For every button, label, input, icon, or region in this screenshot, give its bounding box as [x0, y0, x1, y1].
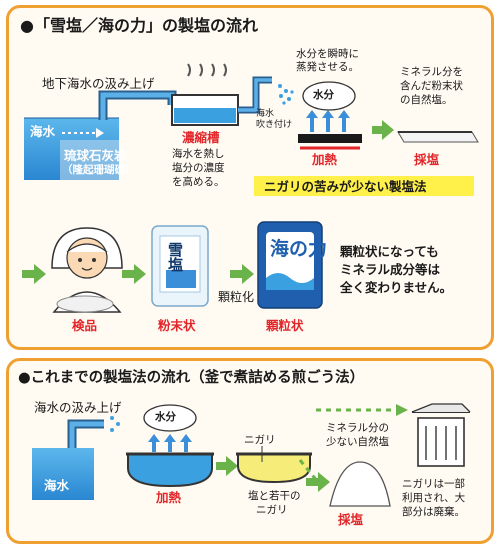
granulate-label: 顆粒化: [218, 290, 255, 304]
bottom-steam-bubble: [143, 404, 197, 432]
salt-mound: [329, 461, 391, 507]
tank-name: 濃縮槽: [182, 130, 220, 145]
seawater-rock-block: [24, 117, 119, 180]
evap-steam-bubble: [302, 81, 356, 111]
arrow-to-harvest: [372, 120, 394, 140]
tank-desc-2: 塩分の濃度: [172, 162, 225, 174]
tank-desc-3: を高める。: [172, 176, 225, 188]
top-heating: 加熱: [312, 152, 338, 167]
pump-pipe: [98, 90, 177, 120]
yukishio-package: [151, 225, 209, 307]
bottom-mineral-2: 少ない自然塩: [326, 436, 389, 448]
bottom-pot-1: [127, 453, 213, 488]
bottom-pot-2: [237, 453, 311, 484]
bottom-pump-label: 海水の汲み上げ: [34, 400, 122, 415]
bottom-arrow-2: [306, 472, 330, 492]
concentration-tank: [171, 63, 239, 126]
granular-note-2: ミネラル成分等は: [340, 262, 441, 277]
method-banner-bg: [254, 176, 474, 196]
bottom-arrow-1: [216, 456, 238, 476]
arrow-to-powder: [122, 264, 146, 284]
method-banner: ニガリの苦みが少ない製塩法: [264, 179, 427, 194]
umi-no-chikara-package: [257, 221, 323, 309]
evap-up-arrows: [306, 110, 350, 132]
evap-bubble-text: 水分: [313, 89, 334, 101]
bottom-mineral-1: ミネラル分の: [326, 422, 389, 434]
trash-can-icon: [411, 403, 471, 467]
seawater-label: 海水: [30, 124, 56, 139]
bottom-dotted-arrowhead: [396, 404, 408, 416]
salt-slab: [397, 131, 479, 143]
bottom-seawater-label: 海水: [44, 478, 70, 493]
seawater-flow-arrowhead: [96, 128, 104, 138]
bottom-pump-pipe: [67, 419, 104, 448]
mineral-desc-3: の自然塩。: [400, 94, 453, 106]
heating-plate: [298, 134, 362, 143]
bottom-dotted-arrows: [298, 408, 396, 486]
bottom-bubble-text: 水分: [155, 411, 176, 423]
bottom-sea-block: [32, 448, 94, 500]
spray-drops: [278, 84, 294, 105]
nigari-note-2: 利用され、大: [402, 492, 466, 504]
rock-label-1: 琉球石灰岩: [64, 148, 127, 163]
rock-label-2: （隆起珊瑚礁）: [62, 164, 136, 176]
granular-note-1: 顆粒状になっても: [340, 244, 439, 259]
nigari-label: ニガリ: [244, 434, 276, 446]
spray-label-1: 海水: [256, 109, 275, 119]
evap-desc-2: 蒸発させる。: [296, 61, 359, 73]
nigari-note-1: ニガリは一部: [402, 478, 465, 490]
pack1-name: 雪塩: [166, 242, 184, 272]
salt-nigari-2: ニガリ: [256, 504, 288, 516]
bottom-spray: [110, 416, 120, 432]
spray-label-2: 吹き付け: [256, 120, 293, 130]
pump-label: 地下海水の汲み上げ: [42, 76, 155, 91]
nigari-note-3: 部分は廃棄。: [402, 506, 465, 518]
inspection-label: 検品: [72, 318, 98, 333]
mineral-desc-1: ミネラル分を: [400, 66, 463, 78]
evap-desc-1: 水分を瞬時に: [296, 48, 359, 60]
bottom-up-arrows: [148, 434, 192, 452]
arrow-to-granular: [230, 264, 254, 284]
bottom-title: ●これまでの製塩法の流れ（釜で煮詰める煎ごう法）: [18, 370, 365, 386]
inspector-figure: [51, 227, 123, 313]
top-harvest: 採塩: [414, 152, 440, 167]
granular-label: 顆粒状: [266, 318, 304, 333]
granular-note-3: 全く変わりません。: [340, 280, 453, 295]
bottom-heating: 加熱: [156, 490, 182, 505]
bottom-harvest: 採塩: [338, 512, 364, 527]
salt-nigari-1: 塩と若干の: [248, 490, 301, 502]
tank-desc-1: 海水を熱し: [172, 148, 225, 160]
pack2-name: 海の力: [270, 238, 328, 260]
top-title: ●「雪塩／海の力」の製塩の流れ: [20, 16, 258, 35]
mineral-desc-2: 含んだ粉末状: [400, 80, 463, 92]
arrow-start: [22, 264, 46, 284]
powder-label: 粉末状: [158, 318, 196, 333]
